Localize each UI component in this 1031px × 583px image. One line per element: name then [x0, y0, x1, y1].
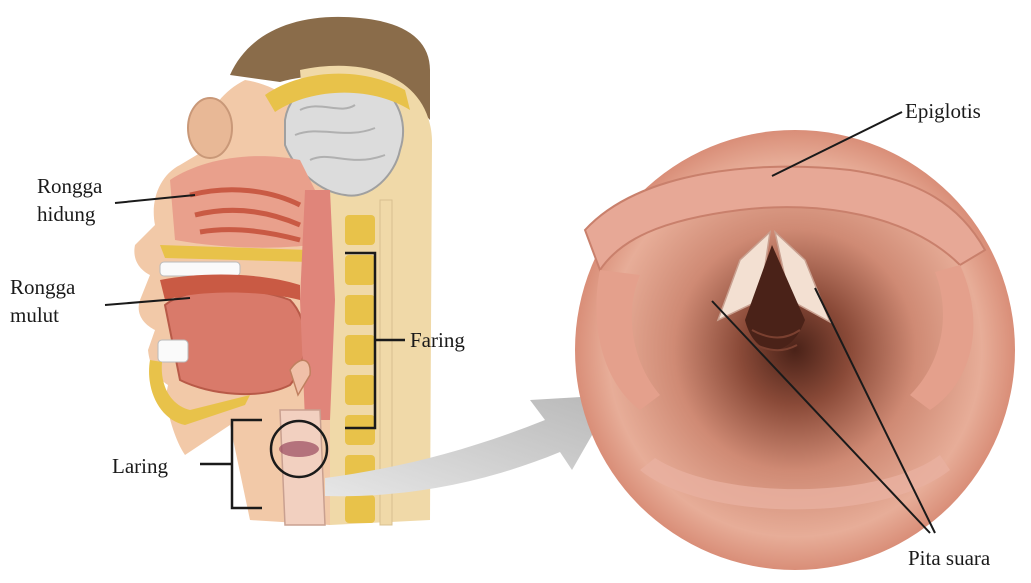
- label-nasal-cavity-line1: Rongga: [37, 174, 102, 198]
- pharynx-tube: [300, 190, 335, 420]
- ear: [188, 98, 232, 158]
- label-oral-cavity-line1: Rongga: [10, 275, 75, 299]
- label-vocal-cords: Pita suara: [908, 546, 990, 570]
- throat-closeup: [575, 130, 1015, 570]
- label-larynx: Laring: [112, 454, 168, 478]
- label-oral-cavity-line2: mulut: [10, 303, 75, 327]
- lower-teeth: [158, 340, 188, 362]
- upper-teeth: [160, 262, 240, 276]
- label-pharynx: Faring: [410, 328, 465, 352]
- head-cross-section: [134, 17, 432, 525]
- label-nasal-cavity: Rongga hidung: [37, 174, 102, 226]
- label-epiglottis: Epiglotis: [905, 99, 981, 123]
- label-oral-cavity: Rongga mulut: [10, 275, 75, 327]
- label-nasal-cavity-line2: hidung: [37, 202, 102, 226]
